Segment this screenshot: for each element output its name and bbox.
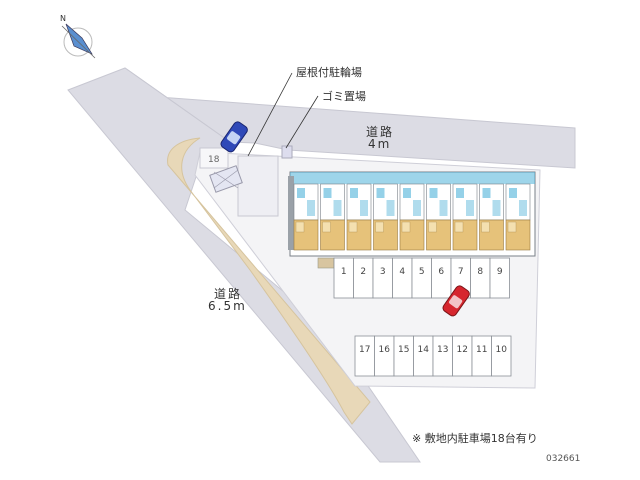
bike-parking-label: 屋根付駐輪場 bbox=[294, 64, 364, 80]
bike-parking-area bbox=[237, 155, 279, 217]
parking-space bbox=[354, 335, 375, 377]
parking-row-upper: 1 2 3 4 5 6 7 8 9 bbox=[333, 257, 510, 299]
parking-space bbox=[491, 335, 512, 377]
parking-space-number: 2 bbox=[360, 267, 366, 277]
apartment-building bbox=[288, 171, 536, 269]
apartment-unit bbox=[505, 183, 531, 251]
apartment-unit bbox=[399, 183, 425, 251]
parking-space bbox=[353, 257, 374, 299]
apartment-unit bbox=[479, 183, 504, 251]
parking-space-number: 15 bbox=[398, 345, 409, 355]
parking-space bbox=[431, 257, 452, 299]
apartment-unit bbox=[293, 183, 319, 251]
parking-space-number: 13 bbox=[437, 345, 448, 355]
parking-space-number: 1 bbox=[341, 267, 347, 277]
callout-line-bike bbox=[247, 72, 293, 157]
parking-space-number: 9 bbox=[497, 267, 503, 277]
garbage-label: ゴミ置場 bbox=[320, 88, 368, 104]
parking-label-18: 18 bbox=[208, 155, 220, 165]
apartment-unit bbox=[426, 183, 451, 251]
map-code: 032661 bbox=[546, 454, 581, 464]
apartment-unit bbox=[320, 183, 345, 251]
parking-space-number: 5 bbox=[419, 267, 425, 277]
parking-space bbox=[489, 257, 510, 299]
road-left-name: 道路 bbox=[214, 287, 243, 301]
parking-space-number: 7 bbox=[458, 267, 464, 277]
parking-space bbox=[372, 257, 393, 299]
apartment-unit bbox=[346, 183, 372, 251]
road-top-name: 道路 bbox=[366, 125, 395, 139]
compass-icon bbox=[61, 23, 96, 59]
parking-space bbox=[471, 335, 492, 377]
parking-space-number: 8 bbox=[477, 267, 483, 277]
apartment-unit bbox=[373, 183, 398, 251]
parking-space-number: 12 bbox=[457, 345, 468, 355]
parking-note: ※ 敷地内駐車場18台有り bbox=[412, 432, 538, 445]
parking-space bbox=[470, 257, 491, 299]
parking-space-number: 4 bbox=[399, 267, 405, 277]
parking-space-number: 16 bbox=[379, 345, 391, 355]
storage-pad bbox=[209, 165, 243, 193]
parking-space-number: 11 bbox=[476, 345, 487, 355]
apartment-unit bbox=[452, 183, 478, 251]
road-left-width: 6.5m bbox=[208, 299, 247, 313]
parking-space-number: 6 bbox=[438, 267, 444, 277]
parking-space bbox=[392, 257, 413, 299]
parking-space-number: 3 bbox=[380, 267, 386, 277]
parking-space bbox=[411, 257, 432, 299]
parking-space bbox=[374, 335, 395, 377]
parking-space-number: 17 bbox=[359, 345, 370, 355]
parking-space bbox=[413, 335, 434, 377]
parking-space-18 bbox=[199, 147, 229, 169]
parking-space bbox=[333, 257, 354, 299]
sidewalk-strip bbox=[167, 137, 371, 425]
garbage-area bbox=[281, 145, 293, 159]
road-top-width: 4m bbox=[368, 137, 392, 151]
parking-space-number: 10 bbox=[496, 345, 508, 355]
parking-space bbox=[452, 335, 473, 377]
parking-space bbox=[393, 335, 414, 377]
parking-space bbox=[432, 335, 453, 377]
red-car-icon bbox=[442, 285, 470, 317]
compass-north-label: N bbox=[60, 14, 66, 23]
blue-car-icon bbox=[220, 121, 248, 153]
callout-line-garbage bbox=[285, 95, 319, 149]
parking-row-lower: 17 16 15 14 13 12 11 10 bbox=[354, 335, 512, 377]
parking-space-number: 14 bbox=[418, 345, 430, 355]
